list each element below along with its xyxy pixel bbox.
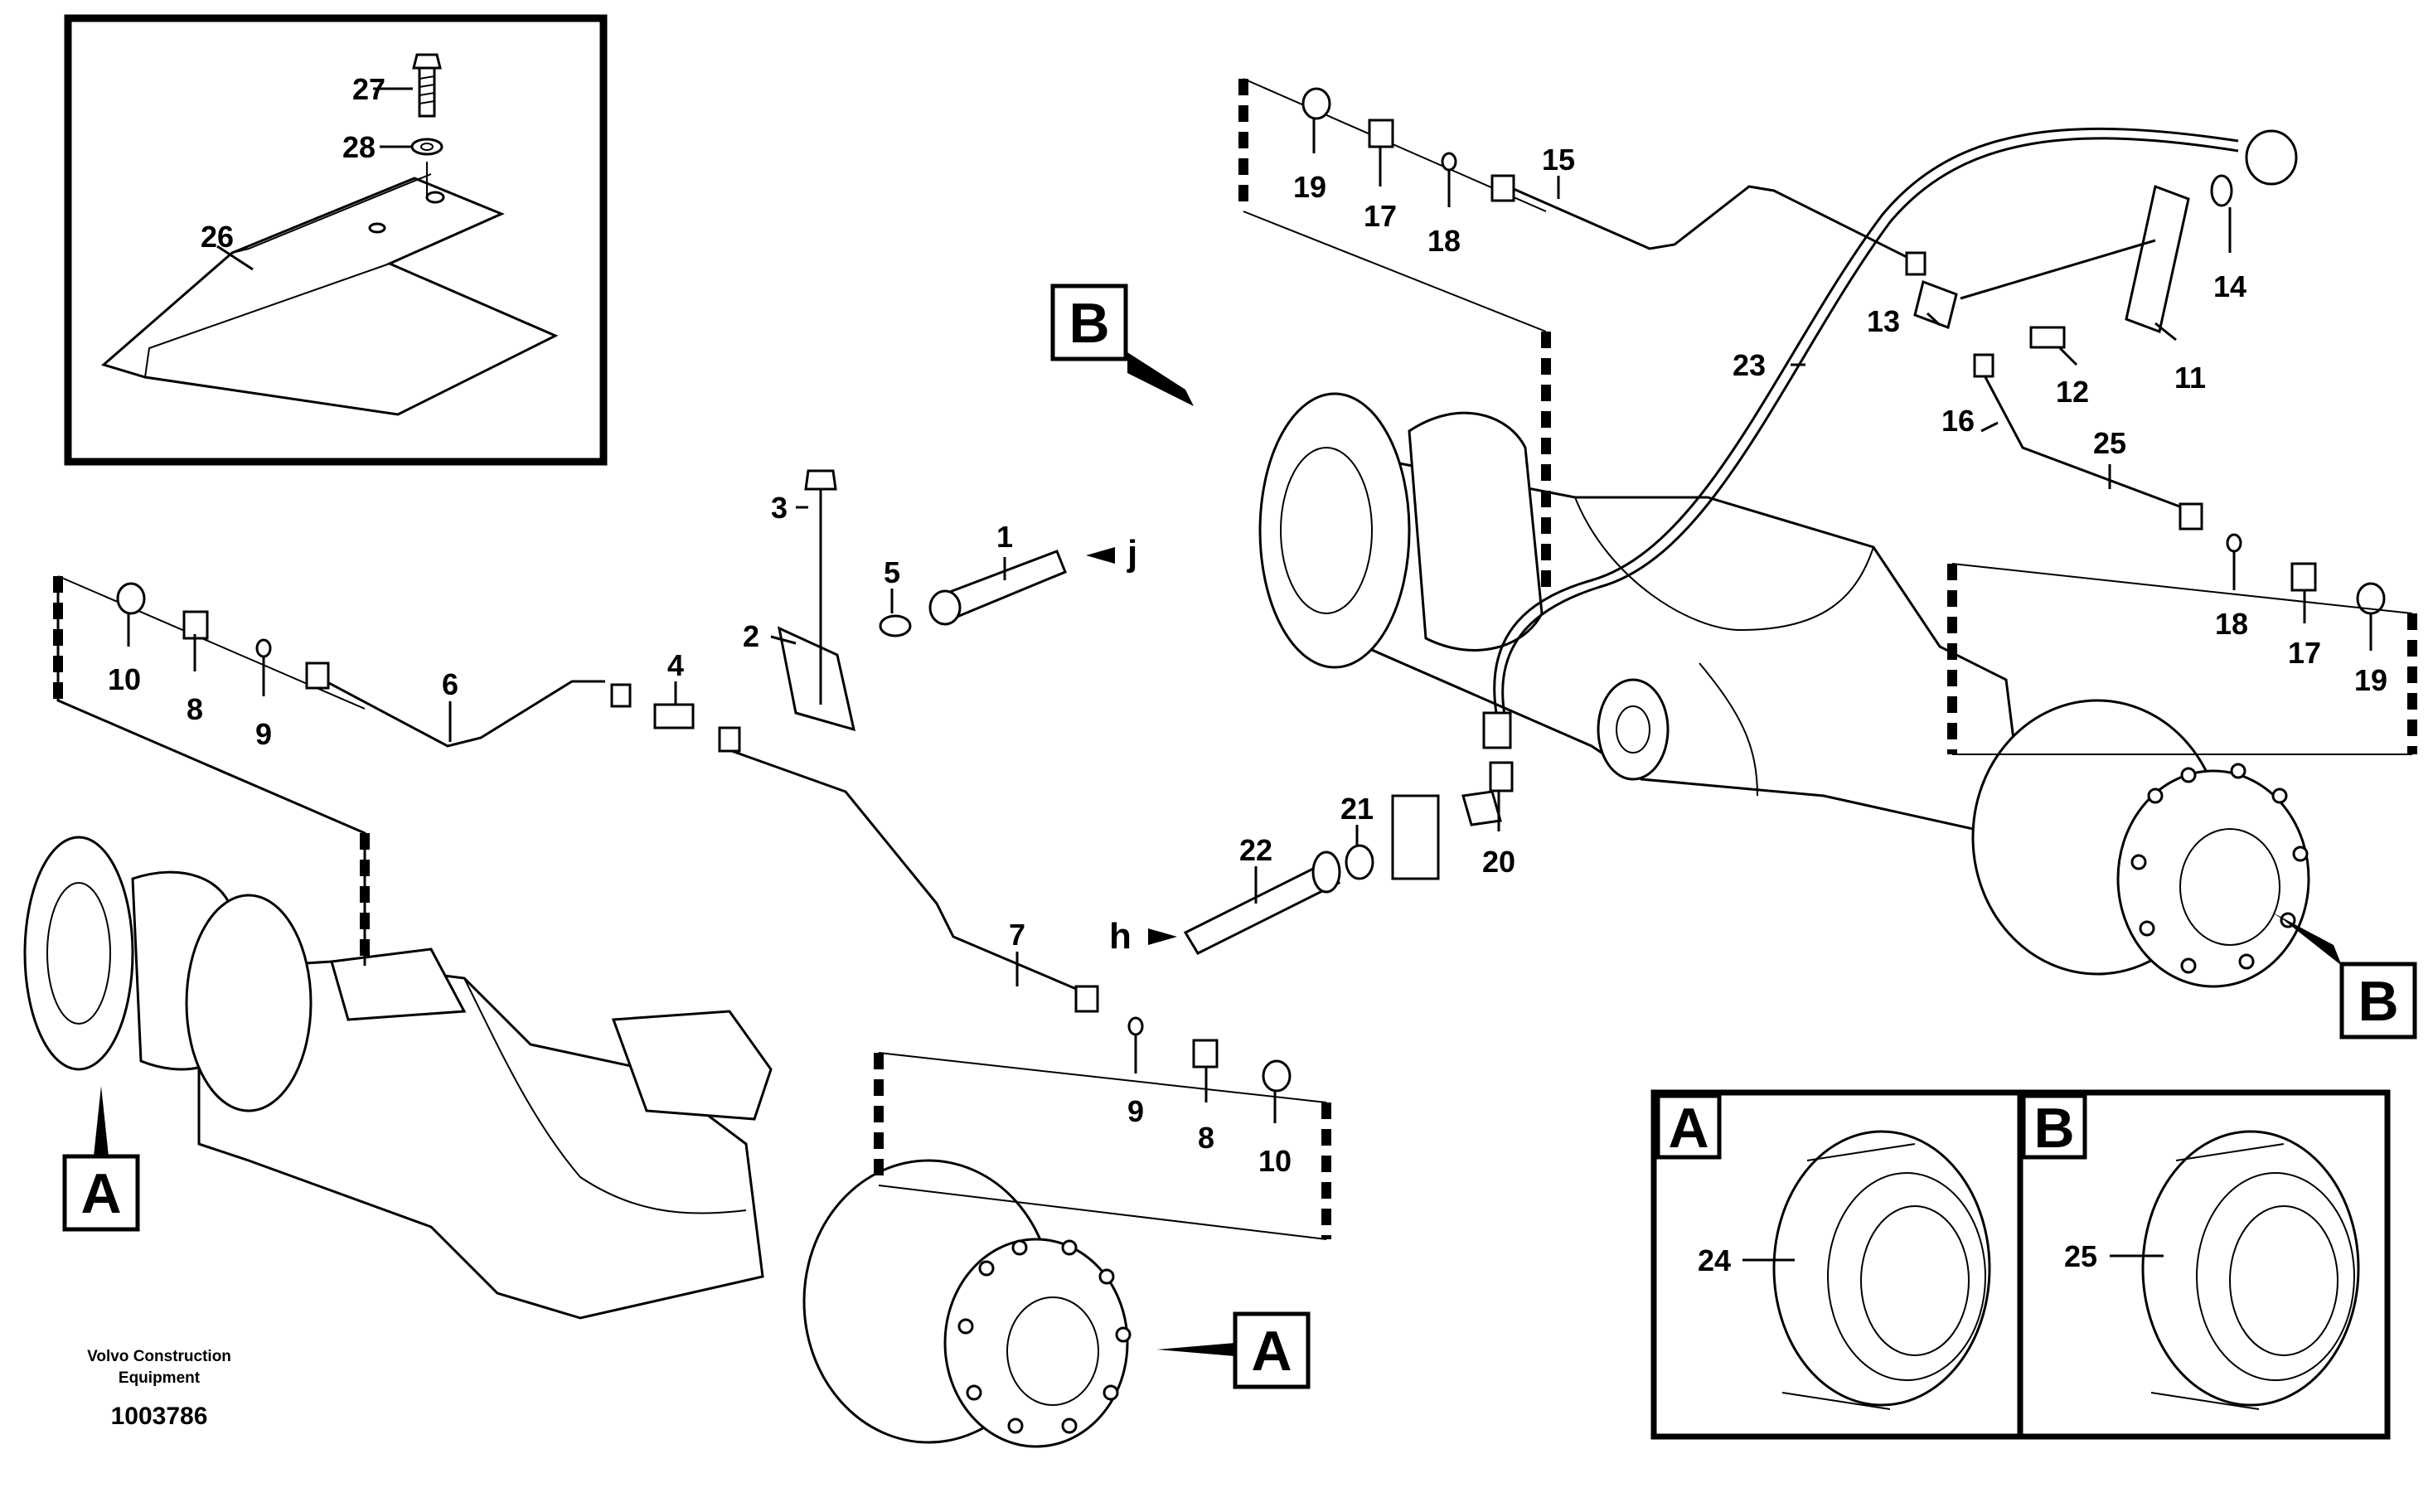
label-25-inset: 25 xyxy=(2064,1239,2097,1273)
label-28: 28 xyxy=(342,130,376,164)
rear-hub-b-top xyxy=(1258,392,1411,669)
front-hub-a-left xyxy=(23,836,134,1071)
label-6: 6 xyxy=(442,667,458,701)
marker-h: h xyxy=(1109,916,1132,957)
label-16: 16 xyxy=(1941,404,1975,438)
hose-23-and-inlet xyxy=(1183,127,2298,955)
rear-hub-studs-right xyxy=(2130,763,2309,974)
label-18-right: 18 xyxy=(2215,607,2248,641)
rear-axle-pinion-flange xyxy=(1597,678,1670,781)
label-22: 22 xyxy=(1239,833,1272,867)
label-9-right: 9 xyxy=(1127,1094,1144,1128)
label-7: 7 xyxy=(1009,918,1025,952)
washer-28-part xyxy=(410,138,443,156)
plate-21-part xyxy=(1391,794,1440,880)
caption-line1: Volvo Construction xyxy=(87,1348,231,1365)
tee-4-part xyxy=(653,703,695,729)
rear-brake-piping xyxy=(1238,78,2417,755)
label-15: 15 xyxy=(1542,143,1575,177)
callout-a-right: A xyxy=(1251,1320,1292,1383)
label-21: 21 xyxy=(1340,792,1374,826)
inset-label-a: A xyxy=(1668,1097,1708,1160)
label-10-right: 10 xyxy=(1258,1144,1292,1178)
label-18-top: 18 xyxy=(1427,224,1461,258)
seal-18-right xyxy=(2226,533,2242,553)
tee-13-part xyxy=(1913,280,1958,329)
label-23: 23 xyxy=(1733,348,1766,382)
front-hub-studs-right xyxy=(957,1239,1132,1434)
label-2: 2 xyxy=(743,619,759,653)
brake-pack-25-part xyxy=(2141,1130,2360,1410)
nut-6-part xyxy=(305,662,330,690)
label-8-right: 8 xyxy=(1198,1121,1214,1155)
bolt-3-part xyxy=(804,469,837,491)
front-brake-piping xyxy=(53,469,1331,1240)
label-17-top: 17 xyxy=(1364,199,1397,233)
label-9-left: 9 xyxy=(255,717,272,751)
label-11: 11 xyxy=(2174,361,2206,395)
nipple-8-right xyxy=(1192,1039,1219,1069)
arrow-j-icon xyxy=(1086,547,1115,564)
label-3: 3 xyxy=(771,491,788,525)
bolt-12-part xyxy=(2029,326,2066,349)
seal-9-left xyxy=(255,638,272,658)
inset-label-b: B xyxy=(2033,1097,2074,1160)
seal-18-top xyxy=(1441,152,1457,172)
o-ring-10-left xyxy=(116,582,146,615)
label-24: 24 xyxy=(1698,1243,1731,1277)
nipple-8-left xyxy=(182,610,209,640)
label-13: 13 xyxy=(1867,304,1900,338)
label-10-left: 10 xyxy=(108,662,141,696)
label-8-left: 8 xyxy=(187,692,203,726)
brake-pack-insets xyxy=(1650,1089,2391,1440)
label-27: 27 xyxy=(352,72,385,106)
label-4: 4 xyxy=(667,648,684,682)
label-25-piping: 25 xyxy=(2093,426,2126,460)
part-number-labels: 1 2 3 4 5 6 7 8 8 9 9 10 10 11 12 13 14 … xyxy=(108,72,2387,1277)
guard-plate-part xyxy=(100,177,559,416)
bracket-11-part xyxy=(2125,184,2190,334)
leader-lines xyxy=(127,119,2372,1123)
brake-pack-24-part xyxy=(1772,1130,1991,1410)
label-17-right: 17 xyxy=(2288,636,2321,670)
nut-7-part xyxy=(1074,985,1099,1013)
washer-5-part xyxy=(879,614,912,637)
washer-14-part xyxy=(2210,174,2233,207)
caption-line2: Equipment xyxy=(119,1369,201,1387)
label-14: 14 xyxy=(2213,269,2246,303)
inset-guard-plate xyxy=(64,14,608,466)
document-number: 1003786 xyxy=(111,1403,208,1430)
callout-a-left: A xyxy=(80,1162,121,1225)
label-19-right: 19 xyxy=(2354,663,2387,697)
marker-j: j xyxy=(1127,533,1137,574)
callout-b-right: B xyxy=(2358,970,2398,1033)
bracket-2-part xyxy=(777,626,856,732)
label-19-top: 19 xyxy=(1293,170,1326,204)
fitting-20-part xyxy=(1489,761,1514,792)
nipple-17-right xyxy=(2290,562,2317,592)
nipple-17-top xyxy=(1368,119,1394,148)
section-callouts: B B A A A B xyxy=(62,284,2417,1389)
washer-21-part xyxy=(1345,844,1374,880)
seal-9-right xyxy=(1127,1016,1144,1036)
rear-axle-assembly xyxy=(1258,392,2310,988)
label-12: 12 xyxy=(2056,375,2089,409)
callout-b-top: B xyxy=(1069,292,1109,355)
arrow-h-icon xyxy=(1148,928,1177,945)
front-axle-assembly xyxy=(23,836,1132,1448)
front-axle-mount-pad xyxy=(611,1010,773,1121)
o-ring-19-top xyxy=(1301,87,1331,120)
connection-markers: j h xyxy=(1086,533,1177,957)
publisher-caption: Volvo Construction Equipment 1003786 xyxy=(87,1348,231,1430)
label-20: 20 xyxy=(1482,845,1515,879)
o-ring-10-right xyxy=(1262,1059,1292,1093)
label-26: 26 xyxy=(201,220,234,254)
label-1: 1 xyxy=(996,520,1013,554)
label-5: 5 xyxy=(884,555,900,589)
